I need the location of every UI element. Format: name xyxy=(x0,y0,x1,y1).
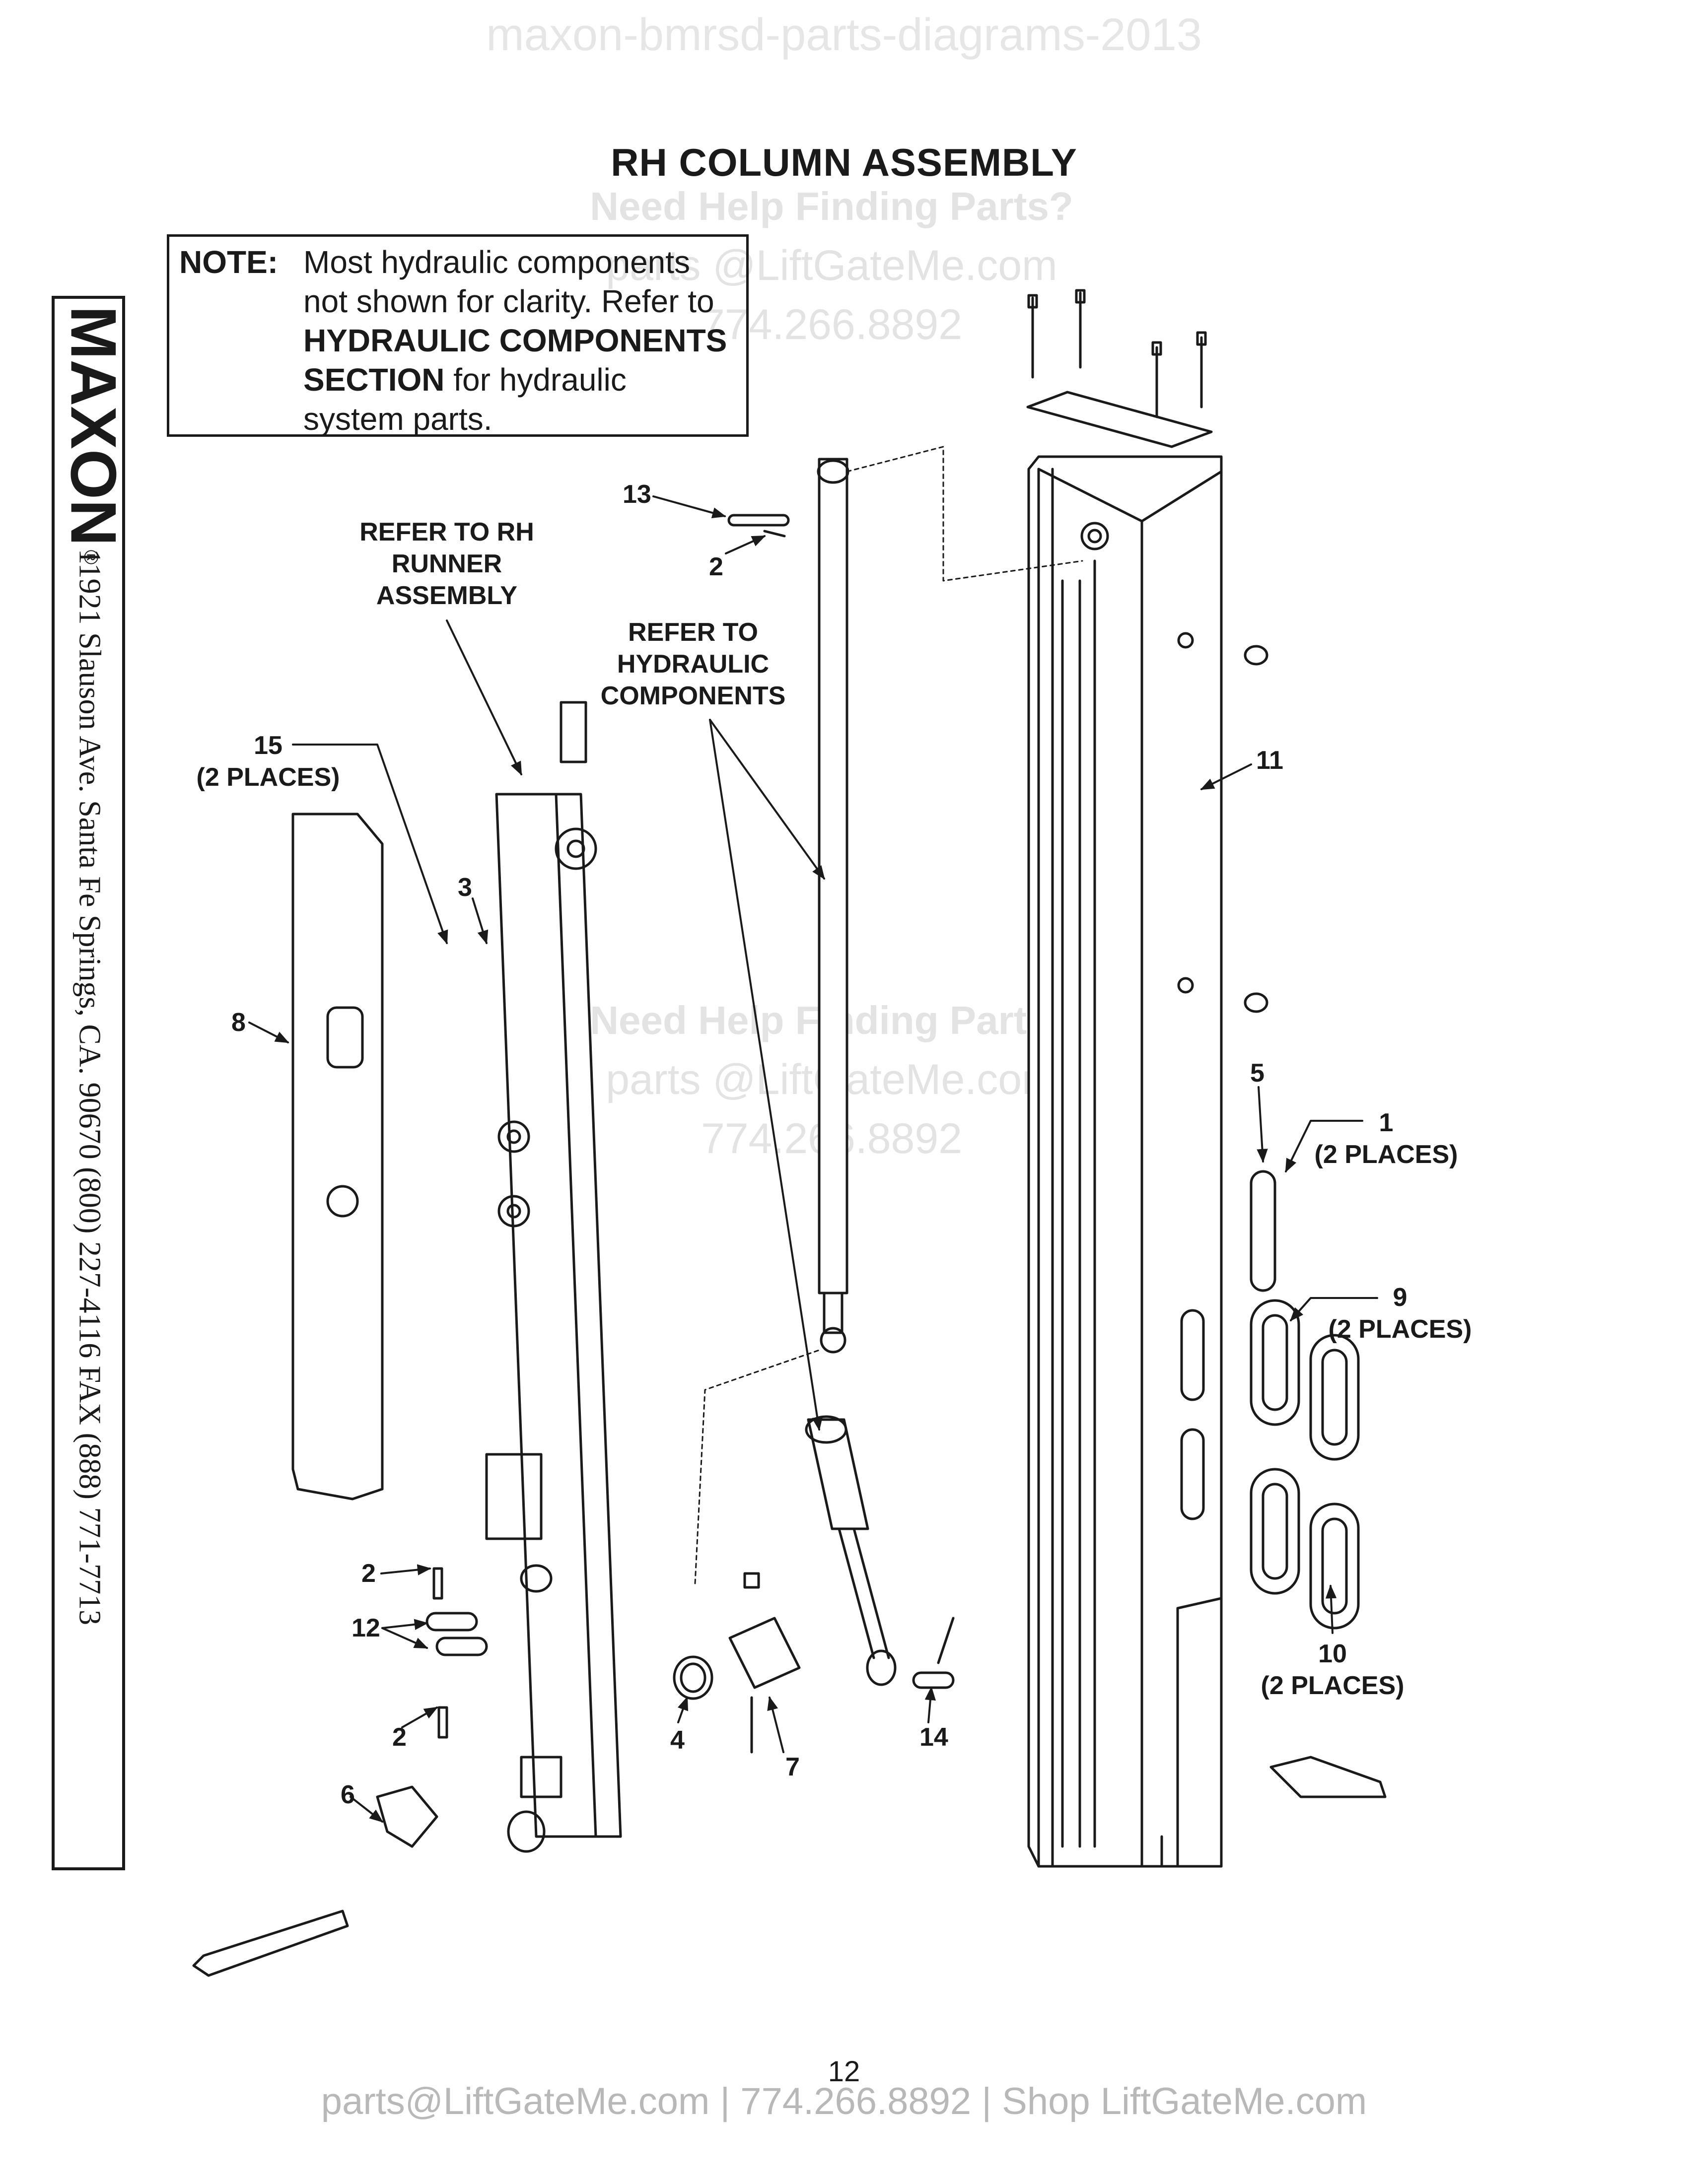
callout-number: 1 xyxy=(1379,1108,1394,1137)
help-watermark: Need Help Finding Parts? parts @LiftGate… xyxy=(571,184,1092,349)
callout-line: ASSEMBLY xyxy=(376,581,518,610)
page-number: 12 xyxy=(828,2055,860,2088)
callout-8: 8 xyxy=(231,1008,246,1037)
note-label: NOTE: xyxy=(179,244,279,280)
maxon-logo: MAXON xyxy=(58,307,123,545)
callout-5: 5 xyxy=(1250,1059,1265,1088)
callout-11: 11 xyxy=(1256,746,1283,775)
company-sidebar xyxy=(52,296,125,1870)
callout-2: 2 xyxy=(392,1723,407,1752)
callout-2: 2 xyxy=(709,552,723,581)
top-watermark: maxon-bmrsd-parts-diagrams-2013 xyxy=(486,9,1202,60)
callout-qty: (2 PLACES) xyxy=(1328,1315,1472,1344)
callout-line: REFER TO RH xyxy=(359,518,534,546)
note-line: for hydraulic xyxy=(444,362,627,398)
callout-number: 15 xyxy=(254,731,282,760)
callout-qty: (2 PLACES) xyxy=(196,763,340,792)
callout-7: 7 xyxy=(785,1753,800,1781)
callout-line: RUNNER xyxy=(391,549,502,578)
footer-contact: parts@LiftGateMe.com | 774.266.8892 | Sh… xyxy=(321,2080,1367,2122)
note-box: NOTE: Most hydraulic components not show… xyxy=(167,234,749,437)
watermark-email: parts @LiftGateMe.com xyxy=(606,242,1057,289)
callout-12: 12 xyxy=(352,1614,380,1642)
callout-6: 6 xyxy=(341,1780,355,1809)
watermark-heading: Need Help Finding Parts? xyxy=(590,184,1073,228)
page-title: RH COLUMN ASSEMBLY xyxy=(611,140,1077,184)
runner-assembly xyxy=(485,701,622,1853)
callout-line: REFER TO xyxy=(628,618,758,647)
callout-3: 3 xyxy=(458,873,472,902)
top-cap-plate xyxy=(1026,289,1213,448)
callout-4: 4 xyxy=(670,1726,685,1755)
callout-refer-runner: REFER TO RH RUNNER ASSEMBLY xyxy=(359,516,534,612)
column-holes xyxy=(1177,632,1268,1520)
note-bold: HYDRAULIC COMPONENTS xyxy=(303,323,727,358)
callout-13: 13 xyxy=(623,480,651,509)
callout-1: 1 (2 PLACES) xyxy=(1315,1107,1458,1170)
leader-lines xyxy=(694,446,1083,1584)
runner-cylinder xyxy=(805,1415,897,1686)
logo-text: MAXON xyxy=(58,307,123,545)
callout-number: 10 xyxy=(1318,1639,1347,1668)
note-line: system parts. xyxy=(303,401,492,437)
note-line: not shown for clarity. Refer to xyxy=(303,283,714,319)
note-line: Most hydraulic components xyxy=(303,244,691,280)
callout-qty: (2 PLACES) xyxy=(1261,1671,1405,1700)
callout-qty: (2 PLACES) xyxy=(1314,1140,1458,1169)
column-housing xyxy=(1027,455,1223,1868)
watermark-phone: 774.266.8892 xyxy=(701,301,963,348)
note-bold: SECTION xyxy=(303,362,445,398)
callout-2: 2 xyxy=(361,1559,376,1588)
hydraulic-cylinder xyxy=(817,458,849,1354)
callout-9: 9 (2 PLACES) xyxy=(1329,1282,1472,1345)
callout-refer-hydraulic: REFER TO HYDRAULIC COMPONENTS xyxy=(601,616,786,712)
callout-line: HYDRAULIC xyxy=(617,650,770,679)
callout-14: 14 xyxy=(919,1723,948,1752)
callout-number: 9 xyxy=(1393,1283,1407,1312)
callout-10: 10 (2 PLACES) xyxy=(1261,1638,1405,1702)
callout-15: 15 (2 PLACES) xyxy=(197,730,340,793)
note-text: Most hydraulic components not shown for … xyxy=(303,243,745,439)
callout-arrows xyxy=(248,495,1378,1823)
callout-line: COMPONENTS xyxy=(600,682,786,710)
cover-plate xyxy=(291,813,384,1501)
